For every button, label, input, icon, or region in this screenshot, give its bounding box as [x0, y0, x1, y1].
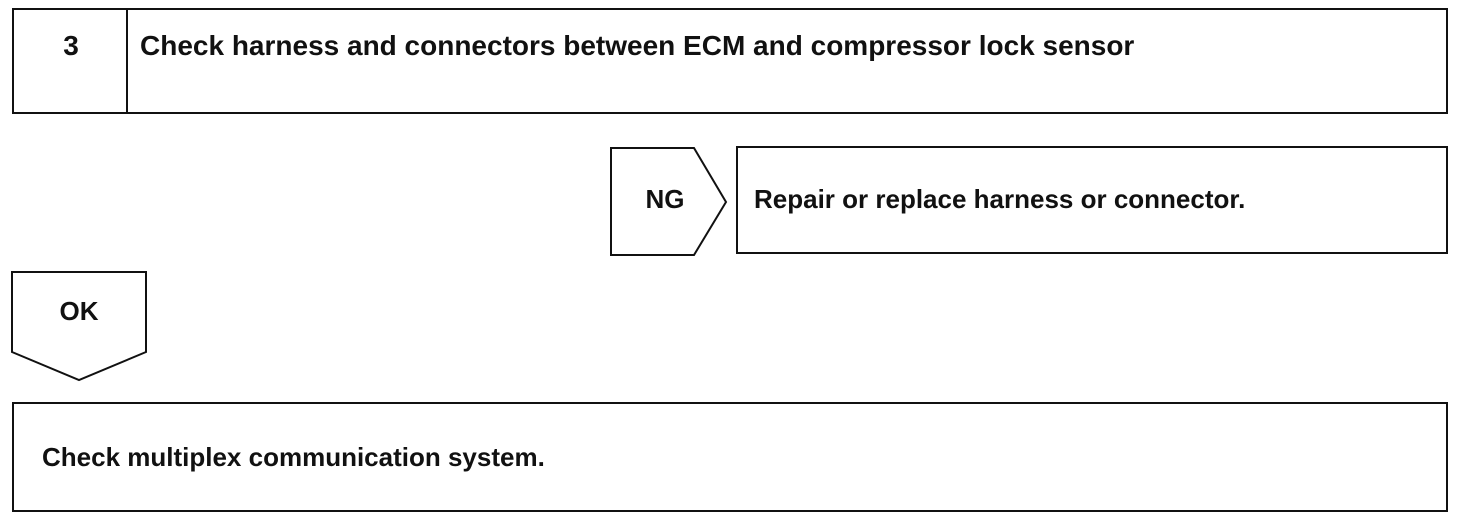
step-box: 3 Check harness and connectors between E…	[12, 8, 1448, 114]
ok-arrow-outline	[11, 271, 147, 382]
step-title: Check harness and connectors between ECM…	[140, 30, 1135, 61]
ng-label: NG	[645, 184, 685, 214]
next-step-box: Check multiplex communication system.	[12, 402, 1448, 512]
ng-arrow-outline	[610, 147, 728, 256]
ok-label: OK	[59, 296, 99, 326]
ng-action-box: Repair or replace harness or connector.	[736, 146, 1448, 254]
step-number-cell: 3	[14, 10, 128, 112]
ng-action-text: Repair or replace harness or connector.	[754, 184, 1246, 214]
step-number: 3	[63, 30, 79, 61]
next-step-text: Check multiplex communication system.	[42, 442, 545, 472]
